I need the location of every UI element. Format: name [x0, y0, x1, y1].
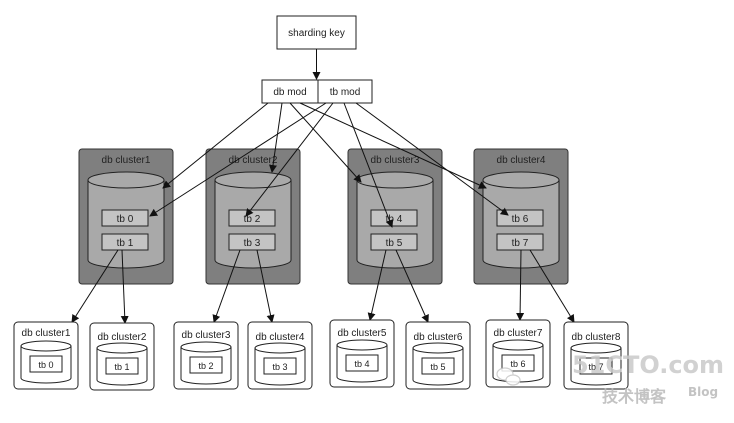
lower-cluster-2: db cluster2 tb 1 — [89, 322, 155, 391]
watermark-brand: 51CTO.com — [572, 351, 724, 379]
arrow-tb3-down — [256, 249, 275, 323]
lower-table-5: tb 5 — [430, 362, 445, 372]
arrow-tbmod-tb6 — [355, 102, 509, 216]
arrow-dbmod-cluster4 — [299, 102, 487, 189]
watermark: 51CTO.com 技术博客 Blog — [496, 351, 724, 406]
arrow-tb1-down — [120, 249, 129, 324]
upper-cluster-3: db cluster3 tb 4 tb 5 — [347, 148, 443, 285]
lower-table-7: tb 7 — [588, 362, 603, 372]
upper-cluster-4: db cluster4 tb 6 tb 7 — [473, 148, 569, 285]
sharding-key-label: sharding key — [288, 28, 345, 39]
upper-table-0: tb 0 — [117, 214, 134, 225]
lower-cluster-5-label: db cluster5 — [338, 328, 387, 339]
lower-cluster-6: db cluster6 tb 5 — [405, 321, 471, 390]
upper-cluster-1-label: db cluster1 — [102, 155, 151, 166]
upper-cluster-1: db cluster1 tb 0 tb 1 — [78, 148, 174, 285]
arrow-tb2-down — [212, 249, 241, 323]
upper-table-4: tb 4 — [386, 214, 403, 225]
upper-table-2: tb 2 — [244, 214, 261, 225]
lower-cluster-3: db cluster3 tb 2 — [173, 321, 239, 390]
lower-cluster-8-label: db cluster8 — [572, 332, 621, 343]
downward-arrows — [71, 249, 575, 324]
mod-node: db mod tb mod — [261, 79, 373, 104]
lower-cluster-7-label: db cluster7 — [494, 328, 543, 339]
arrow-tb4-down — [367, 249, 387, 321]
lower-cluster-5: db cluster5 tb 4 — [329, 319, 395, 388]
sharding-key-node: sharding key — [276, 15, 357, 50]
upper-cluster-2: db cluster2 tb 2 tb 3 — [205, 148, 301, 285]
upper-cluster-3-label: db cluster3 — [371, 155, 420, 166]
lower-cluster-4-label: db cluster4 — [256, 332, 305, 343]
lower-table-1: tb 1 — [114, 362, 129, 372]
arrow-dbmod-cluster1 — [162, 102, 269, 189]
watermark-subtitle: 技术博客 — [602, 387, 667, 406]
arrow-tb6-down — [516, 249, 525, 321]
arrow-tbmod-tb2 — [245, 102, 334, 217]
lower-cluster-1-label: db cluster1 — [22, 328, 71, 339]
upper-table-5: tb 5 — [386, 238, 403, 249]
arrow-tb0-down — [71, 249, 119, 323]
upper-table-7: tb 7 — [512, 238, 529, 249]
tb-mod-label: tb mod — [330, 87, 361, 98]
arrow-tbmod-tb0 — [149, 102, 327, 217]
upper-cluster-4-label: db cluster4 — [497, 155, 546, 166]
wechat-logo-icon — [496, 367, 521, 386]
arrow-tb5-down — [395, 249, 429, 323]
upper-table-6: tb 6 — [512, 214, 529, 225]
lower-cluster-2-label: db cluster2 — [98, 332, 147, 343]
lower-table-0: tb 0 — [38, 360, 53, 370]
lower-cluster-4: db cluster4 tb 3 — [247, 321, 313, 390]
db-mod-label: db mod — [273, 87, 306, 98]
lower-cluster-3-label: db cluster3 — [182, 330, 231, 341]
lower-table-3: tb 3 — [272, 362, 287, 372]
lower-table-2: tb 2 — [198, 361, 213, 371]
upper-table-3: tb 3 — [244, 238, 261, 249]
db-mod-arrows — [162, 102, 487, 189]
upper-table-1: tb 1 — [117, 238, 134, 249]
lower-cluster-6-label: db cluster6 — [414, 332, 463, 343]
lower-table-4: tb 4 — [354, 359, 369, 369]
arrow-dbmod-cluster2 — [269, 102, 283, 173]
lower-cluster-1: db cluster1 tb 0 — [13, 321, 79, 390]
tb-mod-arrows — [149, 102, 509, 228]
watermark-blog: Blog — [688, 385, 718, 399]
lower-cluster-8: db cluster8 tb 7 — [563, 321, 629, 390]
arrow-dbmod-cluster3 — [289, 102, 362, 183]
upper-cluster-2-label: db cluster2 — [229, 155, 278, 166]
arrow-tb7-down — [529, 249, 575, 323]
lower-table-6: tb 6 — [510, 359, 525, 369]
arrow-tbmod-tb4 — [343, 102, 394, 228]
